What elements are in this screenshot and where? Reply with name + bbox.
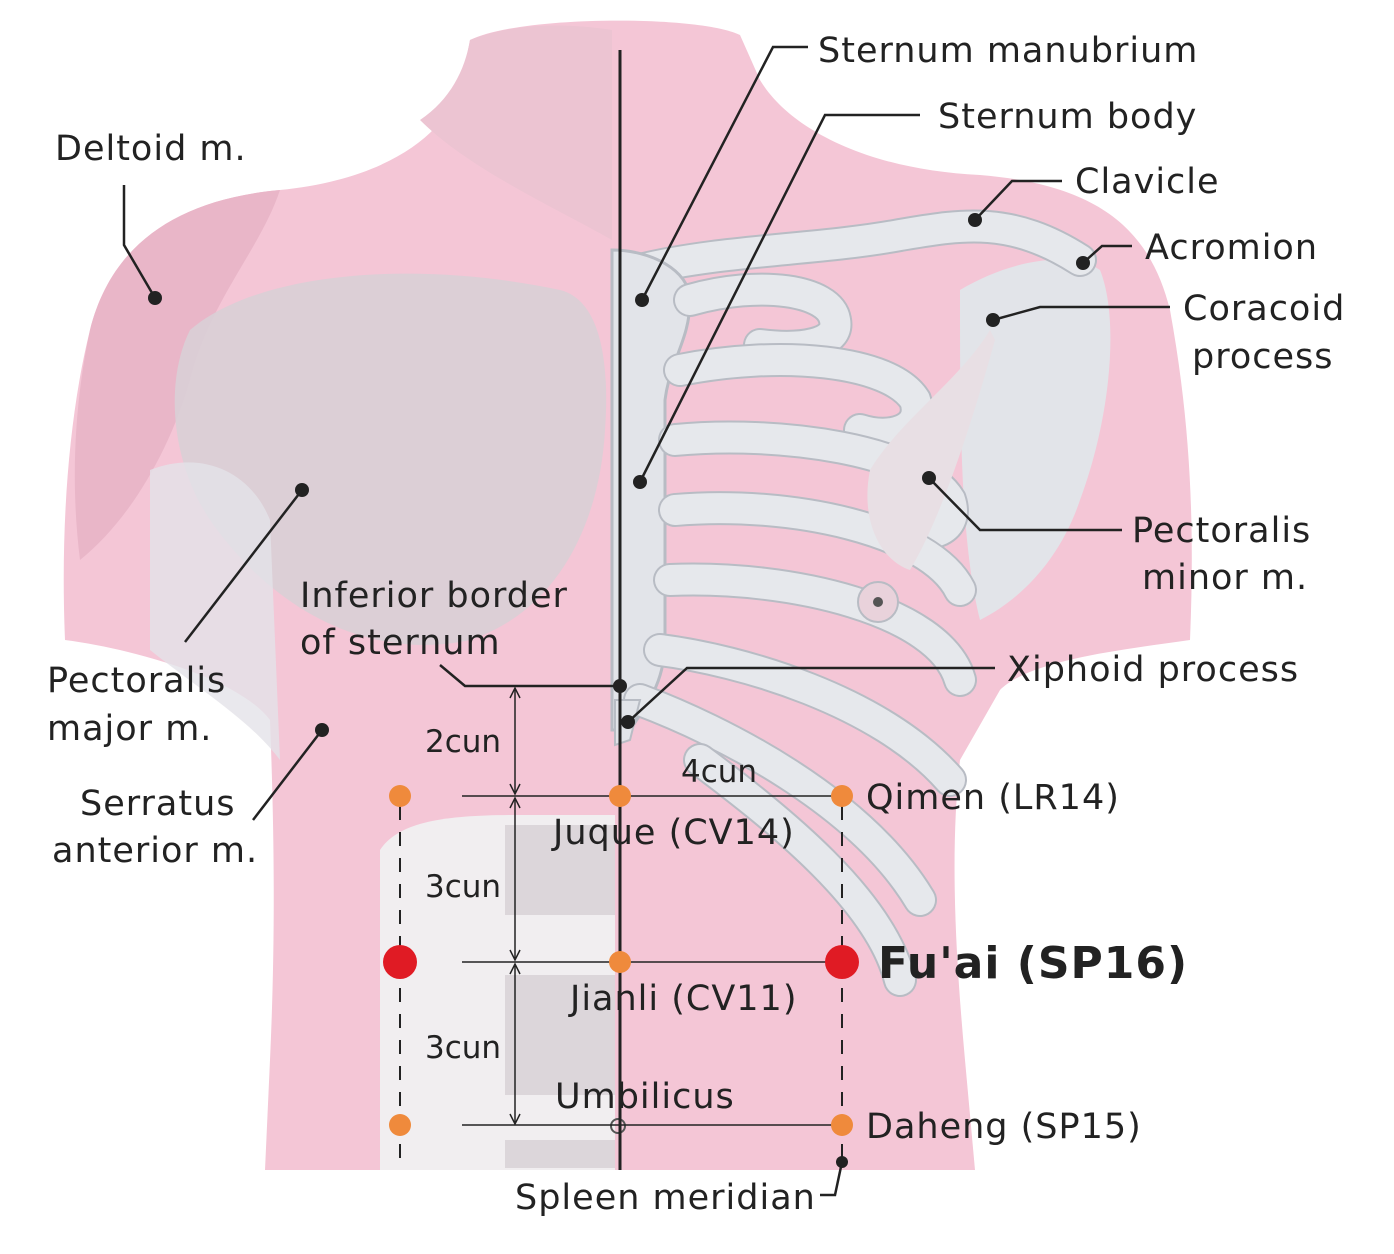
- label-qimen: Qimen (LR14): [866, 778, 1120, 818]
- leader-dot-serratus: [315, 723, 329, 737]
- label-fuai: Fu'ai (SP16): [878, 938, 1188, 989]
- leader-dot-sternum-body: [633, 475, 647, 489]
- leader-acromion: [1082, 244, 1132, 264]
- label-deltoid: Deltoid m.: [55, 129, 247, 169]
- measure-2cun-arrow-top: [509, 686, 521, 699]
- label-jianli: Jianli (CV11): [568, 979, 797, 1019]
- leader-spleen-meridian: [820, 1161, 844, 1197]
- leader-dot-spleen-meridian: [836, 1156, 848, 1168]
- rib-5: [655, 564, 975, 695]
- neck-muscle: [420, 25, 612, 240]
- rib-2: [665, 345, 932, 449]
- leader-dot-deltoid: [148, 291, 162, 305]
- acupoint-left-lower[interactable]: [389, 1114, 411, 1136]
- leader-dot-clavicle: [968, 213, 982, 227]
- leader-inferior-border: [439, 664, 620, 688]
- measure-3cun-upper-arrow-top: [509, 796, 521, 809]
- acupoint-fuai-left[interactable]: [383, 945, 417, 979]
- label-sternum-manubrium: Sternum manubrium: [818, 31, 1198, 71]
- rib-6: [645, 635, 965, 795]
- leader-sternum-manubrium: [640, 45, 808, 301]
- acupoint-juque[interactable]: [609, 785, 631, 807]
- leader-dot-xiphoid: [621, 715, 635, 729]
- leader-deltoid: [122, 185, 157, 299]
- label-coracoid-line2: process: [1192, 337, 1334, 377]
- acupoint-labels: Qimen (LR14) Juque (CV14) Fu'ai (SP16) J…: [551, 778, 1188, 1147]
- label-serratus-line1: Serratus: [80, 784, 236, 824]
- label-acromion: Acromion: [1145, 228, 1318, 268]
- label-coracoid-line1: Coracoid: [1183, 289, 1345, 329]
- rectus-segment-3: [505, 1140, 615, 1168]
- leader-pectoralis-minor: [928, 477, 1122, 532]
- leader-pectoralis-major: [184, 489, 303, 643]
- label-sternum-body: Sternum body: [938, 97, 1197, 137]
- label-pectoralis-minor-line2: minor m.: [1142, 558, 1308, 598]
- skeleton: [610, 209, 1097, 1134]
- rib-4: [660, 493, 975, 605]
- leader-dot-inferior-border: [613, 679, 627, 693]
- label-umbilicus: Umbilicus: [555, 1077, 735, 1117]
- label-juque: Juque (CV14): [551, 813, 795, 853]
- label-inferior-border-line2: of sternum: [300, 623, 501, 663]
- acupoint-qimen[interactable]: [831, 785, 853, 807]
- leader-clavicle: [974, 179, 1062, 221]
- rectus-segment-1: [505, 825, 615, 915]
- acupoint-fuai[interactable]: [825, 945, 859, 979]
- label-xiphoid: Xiphoid process: [1007, 650, 1299, 690]
- label-pectoralis-major-line2: major m.: [47, 709, 212, 749]
- rectus-segment-2: [505, 975, 615, 1095]
- label-4cun: 4cun: [681, 754, 757, 790]
- label-3cun-lower: 3cun: [425, 1030, 501, 1066]
- leader-lines: [122, 45, 1170, 1197]
- umbilicus-mark: [610, 1118, 626, 1134]
- label-daheng: Daheng (SP15): [866, 1107, 1142, 1147]
- leader-dot-pectoralis-minor: [922, 471, 936, 485]
- leader-dot-acromion: [1076, 256, 1090, 270]
- leader-xiphoid: [627, 666, 995, 723]
- measure-2cun-arrow-bottom: [509, 783, 521, 796]
- leader-dot-coracoid: [986, 313, 1000, 327]
- leader-dot-pectoralis-major: [295, 483, 309, 497]
- leader-coracoid: [992, 305, 1170, 322]
- pectoralis-major-muscle: [174, 273, 607, 645]
- label-pectoralis-major-line1: Pectoralis: [47, 661, 226, 701]
- label-serratus-line2: anterior m.: [52, 831, 258, 871]
- label-3cun-upper: 3cun: [425, 869, 501, 905]
- leader-serratus: [252, 729, 323, 821]
- nipple-center: [873, 597, 883, 607]
- pectoralis-minor-muscle: [867, 330, 995, 570]
- measure-3cun-upper-arrow-bottom: [509, 949, 521, 962]
- acupoint-left-upper[interactable]: [389, 785, 411, 807]
- serratus-muscle: [150, 462, 280, 760]
- clavicle-bone: [625, 211, 1095, 285]
- leader-sternum-body: [638, 113, 920, 483]
- label-pectoralis-minor-line1: Pectoralis: [1132, 511, 1311, 551]
- label-clavicle: Clavicle: [1075, 162, 1220, 202]
- anatomy-labels: Deltoid m. Sternum manubrium Sternum bod…: [47, 31, 1345, 1218]
- measurement-labels: 2cun 4cun 3cun 3cun: [425, 724, 757, 1066]
- measure-3cun-lower-arrow-top: [509, 962, 521, 975]
- label-spleen-meridian: Spleen meridian: [515, 1178, 816, 1218]
- acupoint-jianli[interactable]: [609, 951, 631, 973]
- measure-3cun-lower-arrow-bottom: [509, 1113, 521, 1126]
- label-2cun: 2cun: [425, 724, 501, 760]
- acupoints: [383, 785, 859, 1136]
- rib-8: [685, 745, 915, 995]
- label-inferior-border-line1: Inferior border: [300, 576, 568, 616]
- rib-7: [625, 685, 935, 915]
- acupoint-daheng[interactable]: [831, 1114, 853, 1136]
- leader-dot-sternum-manubrium: [635, 293, 649, 307]
